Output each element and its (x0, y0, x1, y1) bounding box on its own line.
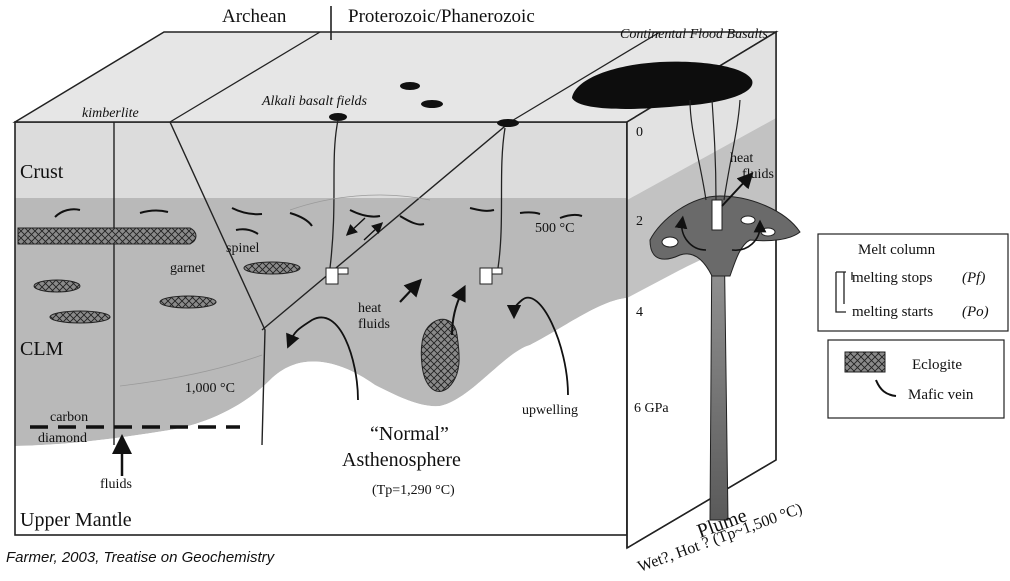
label-clm: CLM (20, 338, 64, 360)
eclogite-band (18, 228, 196, 244)
plume-inclusion (662, 237, 678, 247)
pressure-tick-6: 6 GPa (634, 401, 669, 416)
legend-melt-title: Melt column (858, 242, 936, 258)
legend-rock-types: Eclogite Mafic vein (828, 340, 1004, 418)
label-diamond: diamond (38, 431, 87, 446)
label-garnet: garnet (170, 261, 205, 276)
label-archean: Archean (222, 6, 287, 27)
legend-eclogite-swatch (845, 352, 885, 372)
label-heat-plume: heat (730, 151, 753, 166)
label-flood-basalts: Continental Flood Basalts (620, 27, 768, 42)
label-fluids-plume: fluids (742, 167, 774, 182)
alkali-basalt-blob (329, 113, 347, 121)
legend-eclogite-label: Eclogite (912, 357, 962, 373)
label-upwelling: upwelling (522, 403, 578, 418)
pressure-tick-0: 0 (636, 125, 643, 140)
label-fluids-center: fluids (358, 317, 390, 332)
legend-melt-stops: melting stops (852, 270, 933, 286)
eclogite-lens (50, 311, 110, 323)
label-fluids: fluids (100, 477, 132, 492)
label-normal: “Normal” (370, 423, 449, 445)
label-proterozoic: Proterozoic/Phanerozoic (348, 6, 535, 27)
legend-melt-stops-symbol: (Pf) (962, 270, 985, 286)
label-carbon: carbon (50, 410, 88, 425)
label-crust: Crust (20, 161, 64, 183)
eclogite-lens (34, 280, 80, 292)
crust-layer (15, 122, 627, 204)
plume-inclusion (741, 216, 755, 224)
legend-melt-starts-symbol: (Po) (962, 304, 989, 320)
caption: Farmer, 2003, Treatise on Geochemistry (6, 549, 276, 566)
alkali-basalt-blob (497, 119, 519, 127)
pressure-tick-4: 4 (636, 305, 643, 320)
eclogite-lens (160, 296, 216, 308)
label-asthenosphere: Asthenosphere (342, 449, 461, 471)
plume-melt-column (712, 200, 722, 230)
pressure-tick-2: 2 (636, 214, 643, 229)
legend-mafic-vein-label: Mafic vein (908, 387, 974, 403)
eclogite-drip (421, 319, 459, 391)
label-spinel: spinel (226, 241, 260, 256)
label-alkali-basalt: Alkali basalt fields (261, 94, 368, 109)
label-asthenosphere-tp: (Tp=1,290 °C) (372, 483, 455, 498)
label-kimberlite: kimberlite (82, 106, 139, 121)
legend-melt-column: Melt column melting stops (Pf) melting s… (818, 234, 1008, 331)
label-500c: 500 °C (535, 221, 574, 236)
label-1000c: 1,000 °C (185, 381, 235, 396)
label-heat-center: heat (358, 301, 381, 316)
label-upper-mantle: Upper Mantle (20, 509, 132, 531)
alkali-basalt-blob (421, 100, 443, 108)
plume-inclusion (761, 228, 775, 236)
eclogite-lens (244, 262, 300, 274)
alkali-basalt-blob (400, 82, 420, 90)
legend-melt-starts: melting starts (852, 304, 933, 320)
